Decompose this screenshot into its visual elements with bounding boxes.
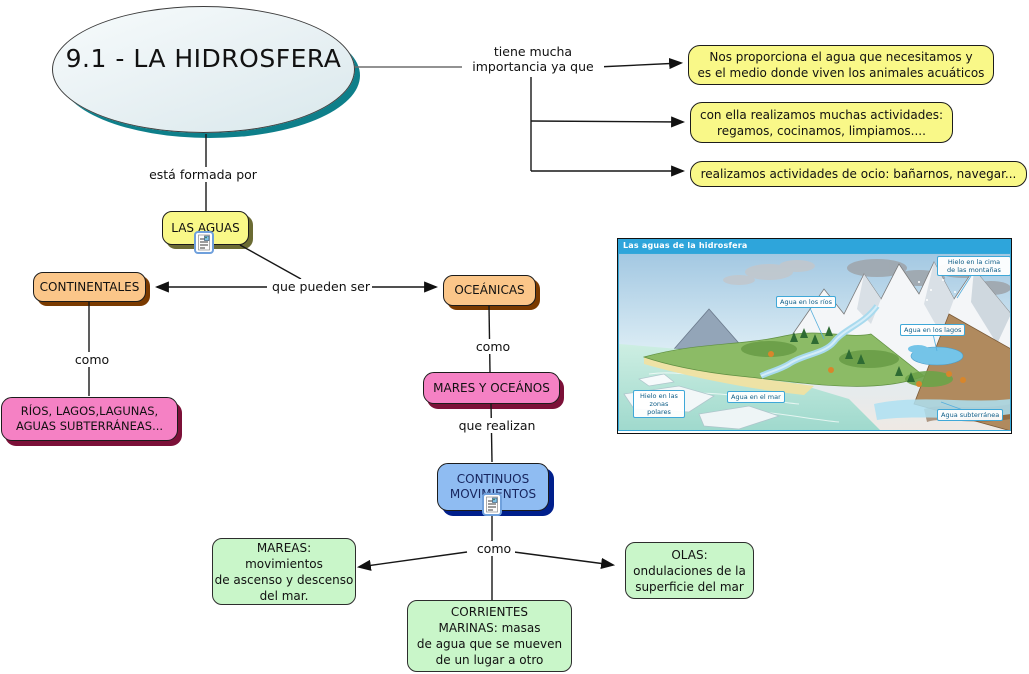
- phrase-como-continentales[interactable]: como: [71, 352, 113, 367]
- node-olas[interactable]: OLAS: ondulaciones de la superficie del …: [625, 542, 754, 599]
- node-benefit-leisure[interactable]: realizamos actividades de ocio: bañarnos…: [690, 161, 1027, 187]
- phrase-que-realizan[interactable]: que realizan: [453, 418, 541, 433]
- illustration-label-agua-mar: Agua en el mar: [727, 391, 785, 403]
- node-mares-oceanos[interactable]: MARES Y OCEÁNOS: [423, 372, 560, 404]
- hydrosphere-image-frame: Las aguas de la hidrosfera: [617, 238, 1012, 434]
- resource-image-icon[interactable]: [482, 493, 502, 516]
- phrase-como-movimientos[interactable]: como: [473, 541, 515, 556]
- illustration-label-agua-rios: Agua en los ríos: [776, 296, 837, 308]
- root-title: 9.1 - LA HIDROSFERA: [65, 44, 342, 73]
- phrase-importance[interactable]: tiene mucha importancia ya que: [462, 44, 604, 74]
- node-mareas[interactable]: MAREAS: movimientos de ascenso y descens…: [212, 538, 356, 605]
- node-continentales[interactable]: CONTINENTALES: [33, 272, 146, 302]
- illustration-label-hielo-cima: Hielo en la cima de las montañas: [937, 256, 1010, 276]
- phrase-formed-by[interactable]: está formada por: [145, 167, 261, 182]
- image-title-bar: Las aguas de la hidrosfera: [618, 239, 1011, 253]
- node-benefit-water[interactable]: Nos proporciona el agua que necesitamos …: [688, 45, 994, 85]
- node-rios-lagos[interactable]: RÍOS, LAGOS,LAGUNAS, AGUAS SUBTERRÁNEAS.…: [1, 397, 178, 441]
- illustration-label-agua-subterranea: Agua subterránea: [937, 409, 1004, 421]
- node-corrientes-marinas[interactable]: CORRIENTES MARINAS: masas de agua que se…: [407, 600, 572, 672]
- node-oceanicas[interactable]: OCEÁNICAS: [443, 275, 536, 306]
- phrase-can-be[interactable]: que pueden ser: [270, 279, 372, 294]
- hydrosphere-illustration: Hielo en la cima de las montañas Agua en…: [618, 253, 1011, 431]
- node-benefit-activities[interactable]: con ella realizamos muchas actividades: …: [690, 102, 953, 143]
- phrase-como-oceanicas[interactable]: como: [472, 339, 514, 354]
- illustration-label-hielo-polar: Hielo en las zonas polares: [633, 390, 685, 418]
- illustration-label-agua-lagos: Agua en los lagos: [900, 324, 966, 336]
- resource-image-icon[interactable]: [194, 231, 214, 254]
- root-node-hidrosfera[interactable]: 9.1 - LA HIDROSFERA: [52, 6, 355, 133]
